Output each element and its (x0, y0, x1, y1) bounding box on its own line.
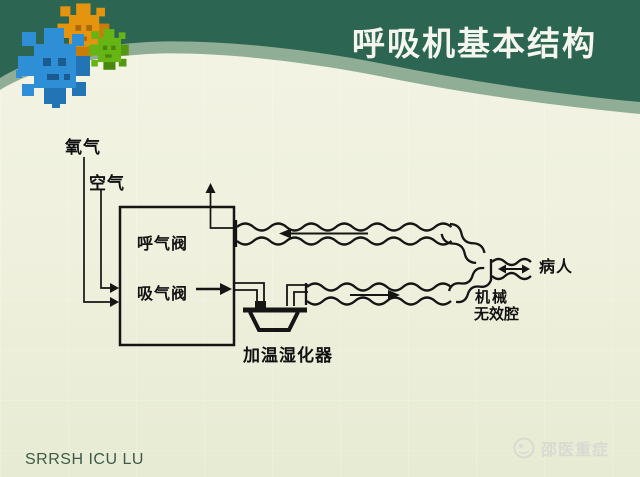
expiratory-tube-elbow (440, 222, 486, 265)
humidifier-label: 加温湿化器 (243, 346, 333, 366)
patient-label: 病人 (539, 257, 574, 276)
humidifier-outlet-pipe (286, 284, 308, 306)
humidifier-inlet-pipe (234, 282, 266, 308)
watermark-logo-icon (513, 437, 535, 459)
air-label: 空气 (89, 174, 125, 194)
blue-star-icon (16, 28, 90, 108)
oxygen-supply-line (83, 157, 119, 307)
header-green-shape (0, 0, 640, 102)
inspiratory-tube-elbow (447, 266, 493, 304)
footer-credit: SRRSH ICU LU (25, 451, 144, 468)
y-piece-patient-connector (489, 257, 532, 281)
voxel-star-logo (16, 3, 129, 108)
exhaust-vent-arrow (205, 183, 235, 229)
humidifier-vessel (243, 307, 307, 332)
mechanical-label: 机械 (475, 288, 510, 306)
ventilator-box (118, 205, 236, 347)
exhalation-valve-label: 呼气阀 (137, 234, 189, 253)
expiratory-circuit-tube (234, 220, 453, 247)
air-supply-line (100, 189, 119, 293)
inspiratory-circuit-tube (304, 282, 452, 306)
inspiratory-flow-arrow (196, 283, 232, 295)
green-star-icon (89, 29, 129, 70)
oxygen-label: 氧气 (65, 138, 101, 158)
page-title: 呼吸机基本结构 (352, 27, 597, 63)
watermark-text: 邵医重症 (541, 442, 610, 459)
watermark: 邵医重症 (511, 435, 609, 461)
header-curve (0, 0, 640, 114)
dead-space-label: 无效腔 (474, 305, 520, 323)
inhalation-valve-label: 吸气阀 (137, 284, 189, 303)
